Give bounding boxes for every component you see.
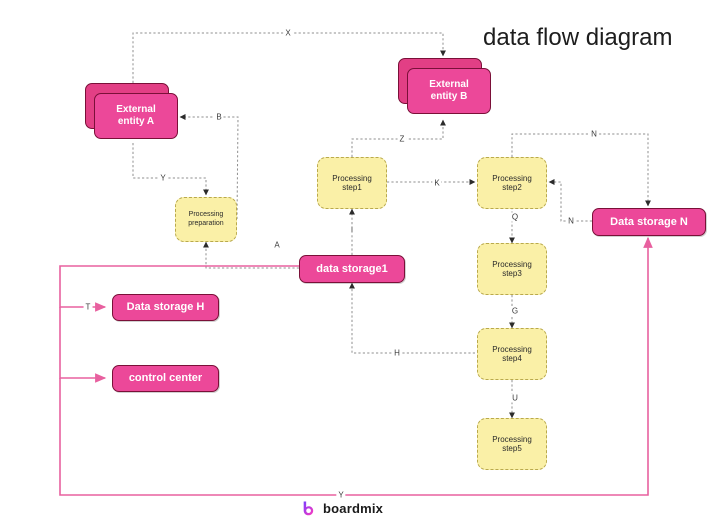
external-entity-b-label: External entity B bbox=[429, 78, 469, 103]
node-processing-step3[interactable]: Processing step3 bbox=[477, 243, 547, 295]
edge-path-z bbox=[351, 119, 446, 157]
edge-path-v bbox=[59, 236, 653, 496]
data-storage-n-label: Data storage N bbox=[610, 215, 688, 228]
external-entity-a-label: External entity A bbox=[116, 103, 156, 128]
edge-label-u: U bbox=[510, 393, 520, 403]
edge-label-n-top: N bbox=[589, 129, 599, 139]
processing-preparation-label: Processing preparation bbox=[188, 211, 224, 227]
boardmix-wordmark: boardmix bbox=[323, 501, 384, 516]
edge-path-control bbox=[59, 307, 107, 383]
entity-b-front-card: External entity B bbox=[407, 68, 491, 114]
edge-label-a: A bbox=[272, 240, 282, 250]
edge-label-t: T bbox=[83, 302, 93, 312]
node-data-storage-1[interactable]: data storage1 bbox=[299, 255, 405, 283]
entity-a-front-card: External entity A bbox=[94, 93, 178, 139]
node-data-storage-h[interactable]: Data storage H bbox=[112, 294, 219, 321]
node-processing-step2[interactable]: Processing step2 bbox=[477, 157, 547, 209]
node-processing-step1[interactable]: Processing step1 bbox=[317, 157, 387, 209]
processing-step5-label: Processing step5 bbox=[492, 434, 532, 453]
edge-path-n-right bbox=[548, 179, 592, 222]
boardmix-b-logo-icon bbox=[300, 500, 317, 517]
edge-path-t bbox=[59, 265, 352, 312]
edge-label-x: X bbox=[283, 28, 293, 38]
edge-path-n-top bbox=[511, 133, 651, 207]
diagram-title: data flow diagram bbox=[483, 24, 673, 51]
node-control-center[interactable]: control center bbox=[112, 365, 219, 392]
node-processing-preparation[interactable]: Processing preparation bbox=[175, 197, 237, 242]
node-processing-step5[interactable]: Processing step5 bbox=[477, 418, 547, 470]
edge-label-y: Y bbox=[158, 173, 168, 183]
edge-label-z: Z bbox=[397, 134, 407, 144]
edge-label-n-right: N bbox=[566, 216, 576, 226]
edge-label-k: K bbox=[432, 178, 442, 188]
edge-label-v: Y bbox=[336, 490, 346, 500]
boardmix-watermark: boardmix bbox=[300, 500, 383, 517]
edge-path-b bbox=[179, 114, 239, 220]
edge-path-h bbox=[349, 282, 475, 354]
node-data-storage-n[interactable]: Data storage N bbox=[592, 208, 706, 236]
edge-label-i: I bbox=[348, 225, 356, 235]
edge-label-h: H bbox=[392, 348, 402, 358]
edge-label-g: G bbox=[509, 306, 521, 316]
processing-step1-label: Processing step1 bbox=[332, 173, 372, 192]
edge-path-y bbox=[132, 143, 209, 196]
processing-step4-label: Processing step4 bbox=[492, 344, 532, 363]
node-processing-step4[interactable]: Processing step4 bbox=[477, 328, 547, 380]
processing-step2-label: Processing step2 bbox=[492, 173, 532, 192]
node-external-entity-a[interactable]: External entity A bbox=[85, 83, 178, 139]
control-center-label: control center bbox=[128, 372, 203, 385]
edge-label-b: B bbox=[214, 112, 224, 122]
edge-path-a bbox=[203, 241, 299, 269]
data-storage-1-label: data storage1 bbox=[316, 262, 388, 275]
edge-label-q: Q bbox=[509, 212, 521, 222]
processing-step3-label: Processing step3 bbox=[492, 259, 532, 278]
data-storage-h-label: Data storage H bbox=[126, 301, 205, 314]
node-external-entity-b[interactable]: External entity B bbox=[398, 58, 491, 114]
edge-path-x bbox=[132, 32, 446, 83]
